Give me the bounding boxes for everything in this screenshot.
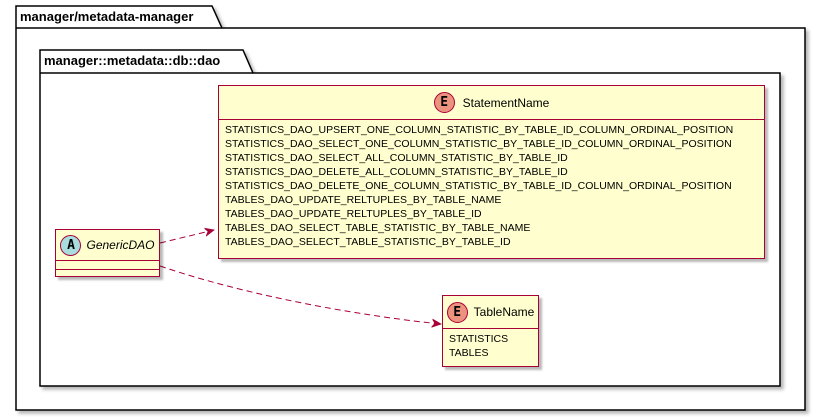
- enum-literal: STATISTICS_DAO_SELECT_ONE_COLUMN_STATIST…: [225, 138, 732, 150]
- enum-icon: E: [433, 92, 455, 113]
- enum-literal: TABLES_DAO_SELECT_TABLE_STATISTIC_BY_TAB…: [225, 222, 531, 234]
- class-tablename-literals: STATISTICS TABLES: [443, 329, 538, 362]
- relation-genericdao-tablename: [159, 265, 441, 324]
- enum-literal: STATISTICS: [449, 333, 509, 345]
- class-statementname-header: E StatementName: [219, 86, 764, 120]
- enum-literal: STATISTICS_DAO_DELETE_ONE_COLUMN_STATIST…: [225, 180, 732, 192]
- enum-literal: TABLES_DAO_UPDATE_RELTUPLES_BY_TABLE_NAM…: [225, 194, 502, 206]
- enum-literal: STATISTICS_DAO_SELECT_ALL_COLUMN_STATIST…: [225, 152, 568, 164]
- class-genericdao[interactable]: A GenericDAO: [55, 229, 160, 277]
- abstract-icon: A: [60, 234, 82, 256]
- class-genericdao-title: GenericDAO: [86, 238, 155, 252]
- enum-icon: E: [446, 301, 468, 323]
- class-statementname-literals: STATISTICS_DAO_UPSERT_ONE_COLUMN_STATIST…: [219, 120, 764, 251]
- package-inner-title: manager::metadata::db::dao: [44, 53, 221, 68]
- class-genericdao-divider: [56, 269, 159, 270]
- enum-literal: TABLES: [449, 347, 489, 359]
- class-statementname-title: StatementName: [462, 95, 550, 110]
- class-tablename-title: TableName: [473, 305, 535, 319]
- package-outer-title: manager/metadata-manager: [20, 9, 194, 24]
- class-statementname[interactable]: E StatementName STATISTICS_DAO_UPSERT_ON…: [218, 85, 765, 259]
- enum-literal: TABLES_DAO_UPDATE_RELTUPLES_BY_TABLE_ID: [225, 208, 482, 220]
- class-tablename[interactable]: E TableName STATISTICS TABLES: [442, 295, 539, 367]
- enum-literal: STATISTICS_DAO_UPSERT_ONE_COLUMN_STATIST…: [225, 124, 734, 136]
- class-genericdao-header: A GenericDAO: [56, 230, 159, 261]
- class-tablename-header: E TableName: [443, 296, 538, 329]
- enum-literal: TABLES_DAO_SELECT_TABLE_STATISTIC_BY_TAB…: [225, 236, 511, 248]
- enum-literal: STATISTICS_DAO_DELETE_ALL_COLUMN_STATIST…: [225, 166, 568, 178]
